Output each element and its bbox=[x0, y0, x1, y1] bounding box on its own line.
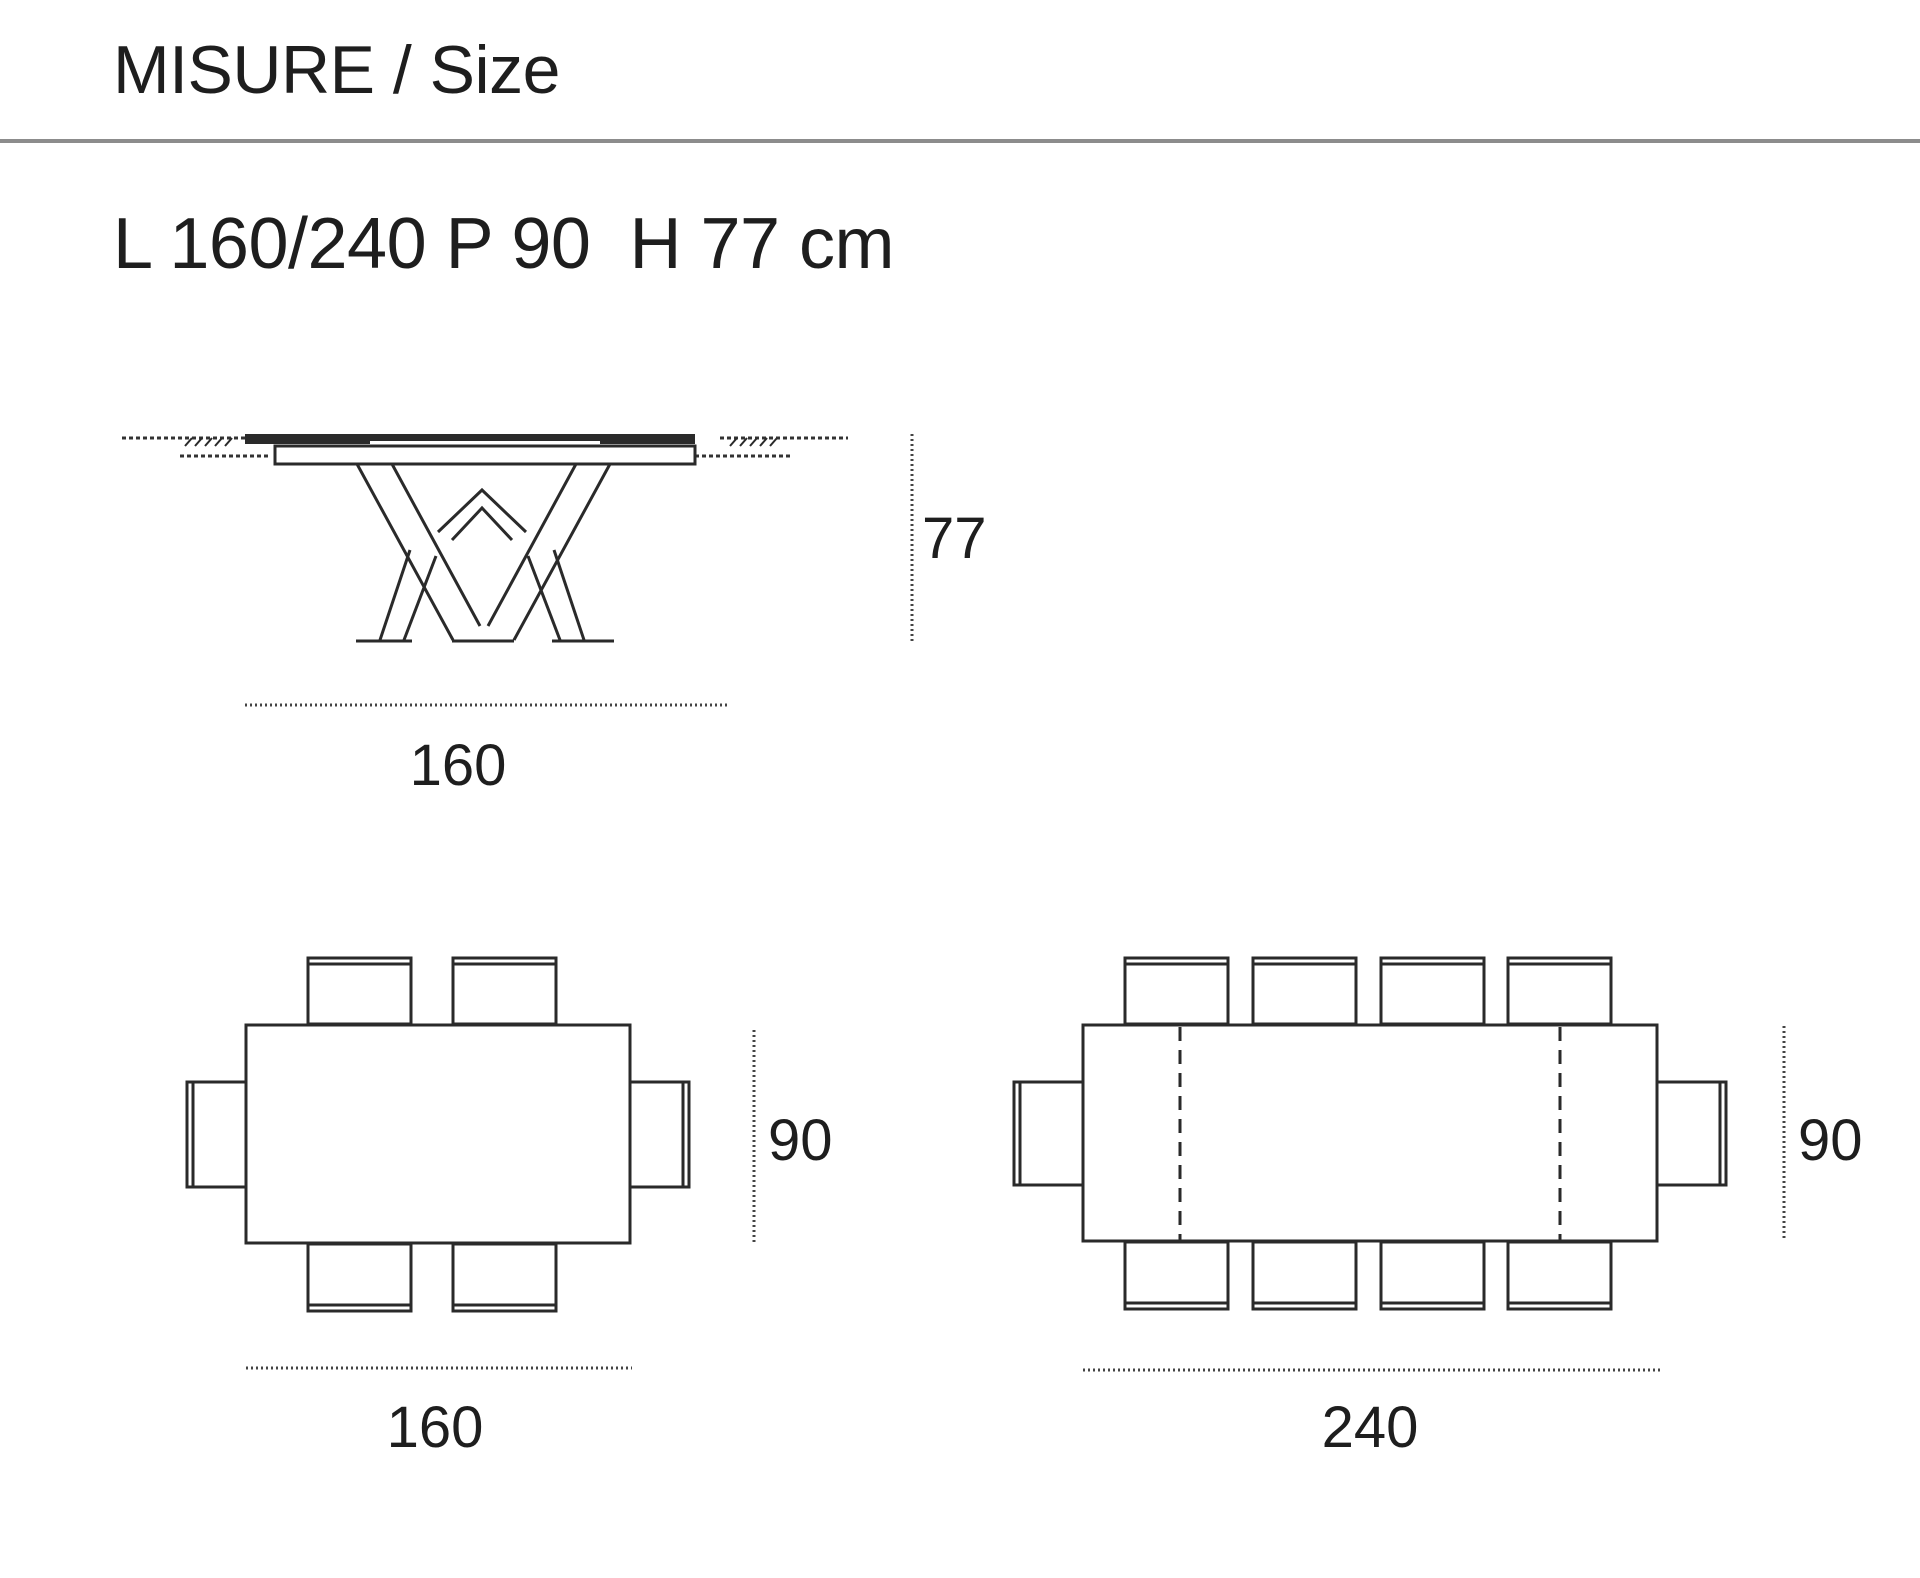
side-width-label: 160 bbox=[410, 733, 507, 798]
extended-depth-label: 90 bbox=[1798, 1108, 1863, 1173]
extension-hatch bbox=[184, 437, 778, 447]
chair-icon bbox=[185, 1080, 248, 1189]
chair-icon bbox=[451, 1242, 558, 1313]
table-top-inlay bbox=[370, 441, 600, 444]
chair-icon bbox=[451, 956, 558, 1026]
dimensions-summary: L 160/240 P 90 H 77 cm bbox=[113, 204, 895, 284]
chair-icon bbox=[1251, 1240, 1358, 1311]
extended-width-label: 240 bbox=[1322, 1395, 1419, 1460]
header-divider bbox=[0, 139, 1920, 143]
chair-icon bbox=[1012, 1080, 1085, 1187]
side-height-label: 77 bbox=[922, 506, 987, 571]
chair-icon bbox=[1379, 956, 1486, 1026]
closed-width-label: 160 bbox=[387, 1395, 484, 1460]
chair-icon bbox=[306, 1242, 413, 1313]
top-view-closed-drawing: 160 90 bbox=[185, 956, 833, 1460]
table-legs-icon bbox=[355, 463, 614, 643]
chair-icon bbox=[1123, 1240, 1230, 1311]
chair-icon bbox=[1379, 1240, 1486, 1311]
chair-icon bbox=[1506, 956, 1613, 1026]
chair-icon bbox=[1655, 1080, 1728, 1187]
top-view-extended-drawing: 240 90 bbox=[1012, 956, 1863, 1460]
closed-depth-label: 90 bbox=[768, 1108, 833, 1173]
table-top bbox=[245, 434, 695, 444]
table-top-closed bbox=[244, 1023, 632, 1245]
table-top-extended bbox=[1081, 1023, 1659, 1243]
side-view-drawing: 160 77 bbox=[122, 434, 987, 798]
chair-icon bbox=[306, 956, 413, 1026]
section-title: MISURE / Size bbox=[113, 32, 560, 108]
chair-icon bbox=[1251, 956, 1358, 1026]
chair-icon bbox=[1123, 956, 1230, 1026]
table-frame bbox=[273, 444, 697, 466]
chair-icon bbox=[628, 1080, 691, 1189]
chair-icon bbox=[1506, 1240, 1613, 1311]
